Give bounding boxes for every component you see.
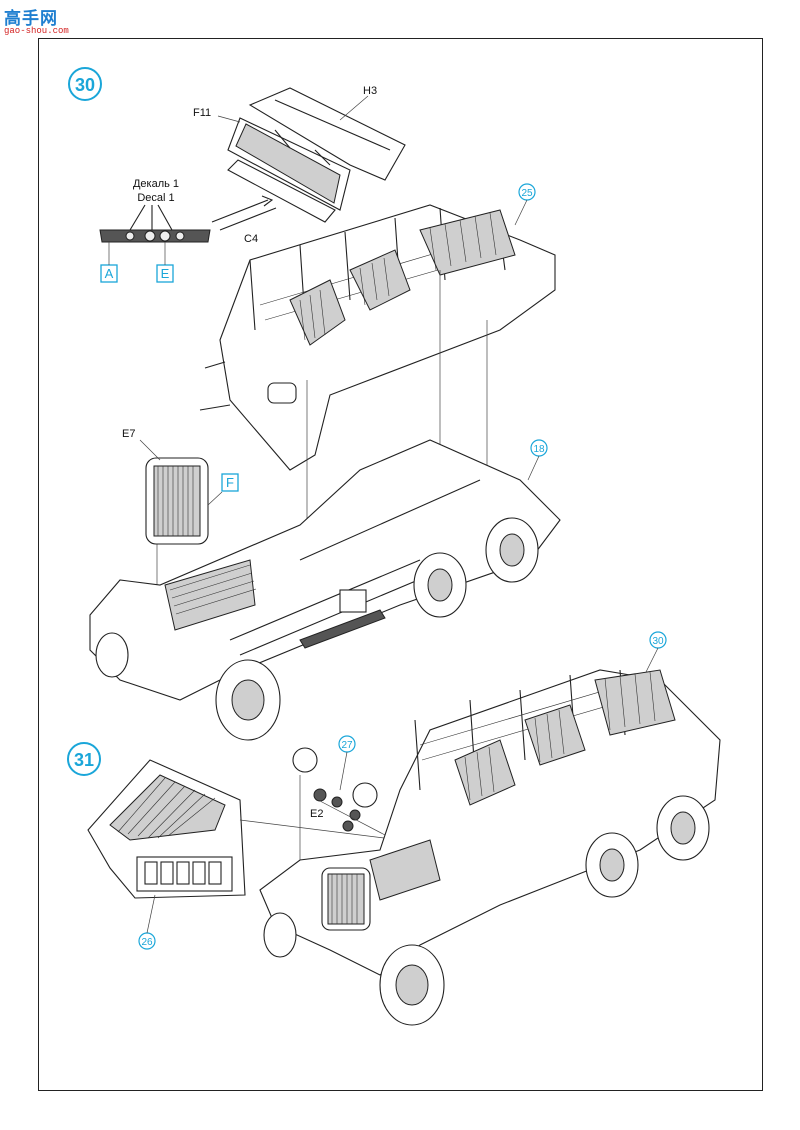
decal-en: Decal 1: [137, 192, 174, 204]
part-c4: C4: [244, 233, 258, 245]
paint-f: F: [226, 475, 234, 490]
body-tub: [199, 204, 556, 471]
decal-ru: Декаль 1: [133, 178, 179, 190]
step-30-number: 30: [75, 75, 95, 95]
ref-26: 26: [141, 937, 153, 948]
chassis-wheels: [95, 517, 539, 741]
paint-a: A: [105, 266, 114, 281]
part-h3: H3: [363, 85, 377, 97]
paint-e: E: [161, 266, 170, 281]
ref-18: 18: [533, 444, 545, 455]
paint-code-a: A: [100, 242, 118, 283]
part-e2: E2: [310, 808, 323, 820]
radiator-grille-e7: E7: [122, 428, 209, 545]
step-31-badge: 31: [67, 742, 101, 776]
step-ref-26: 26: [138, 894, 156, 950]
part-h3-label: H3: [339, 85, 377, 121]
step-30-badge: 30: [68, 67, 102, 101]
complete-vehicle: [259, 669, 721, 976]
step-ref-18: 18: [527, 439, 548, 481]
part-f11-label: F11: [193, 107, 241, 123]
part-c4-label: C4: [211, 195, 277, 245]
watermark-url: gao-shou.com: [4, 26, 69, 36]
decal-label: Декаль 1 Decal 1: [133, 178, 179, 204]
watermark-logo: 高手网 gao-shou.com: [4, 4, 84, 38]
ref-27: 27: [341, 740, 353, 751]
step-ref-25: 25: [514, 183, 536, 226]
paint-code-f: F: [207, 473, 239, 506]
dashboard-part: [99, 204, 211, 243]
step-ref-30: 30: [645, 631, 667, 673]
step-ref-27: 27: [338, 735, 356, 791]
vehicle-wheels: [263, 795, 710, 1026]
part-f11: F11: [193, 107, 211, 119]
hood-part: [87, 759, 401, 899]
step-31-number: 31: [74, 750, 94, 770]
paint-code-e: E: [156, 242, 174, 283]
ref-25: 25: [521, 188, 533, 199]
part-e7: E7: [122, 428, 135, 440]
instruction-frame: [38, 38, 763, 1091]
headlights-part: E2: [292, 747, 386, 900]
ref-30: 30: [652, 636, 664, 647]
chassis: [89, 439, 561, 701]
watermark-title: 高手网: [4, 9, 58, 29]
windshield-assembly: [227, 87, 406, 223]
